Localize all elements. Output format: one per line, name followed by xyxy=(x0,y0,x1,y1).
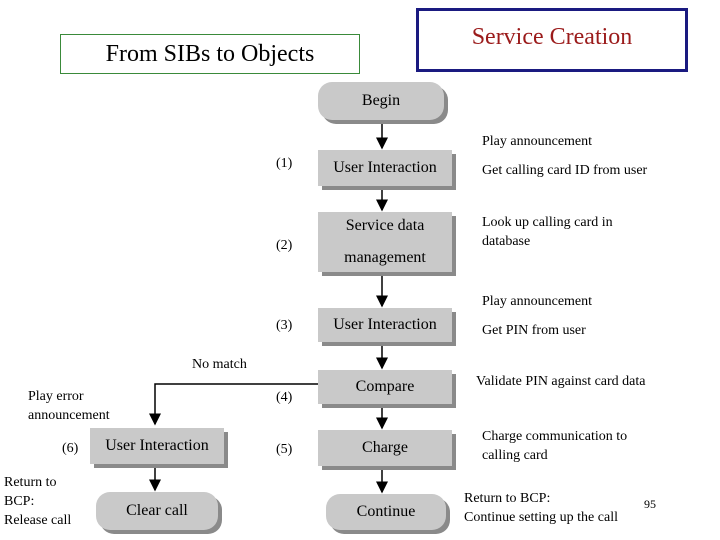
step-1-number: (1) xyxy=(276,156,293,171)
continue-label: Continue xyxy=(356,503,416,520)
return-line2: BCP: xyxy=(4,494,35,509)
step-1-note: Get calling card ID from user xyxy=(482,163,648,178)
step-2-note-line2: database xyxy=(482,234,531,249)
step-6-label: User Interaction xyxy=(105,437,209,454)
return-line3: Release call xyxy=(4,513,72,528)
continue-node: Continue xyxy=(326,494,446,530)
step-1-user-interaction: User Interaction xyxy=(318,150,452,186)
step-3-label: User Interaction xyxy=(333,316,437,333)
step-3-note: Get PIN from user xyxy=(482,323,586,338)
arrow-nomatch-branch xyxy=(149,383,318,426)
begin-label: Begin xyxy=(361,92,401,109)
return-line1: Return to xyxy=(4,475,57,490)
step-2-number: (2) xyxy=(276,238,293,253)
slide-title: From SIBs to Objects xyxy=(60,34,360,74)
step-5-label: Charge xyxy=(362,439,408,456)
step-2-label-line1: Service data xyxy=(345,217,425,234)
step-5-note-line1: Charge communication to xyxy=(482,429,628,444)
section-header-frame xyxy=(416,8,688,72)
continue-note-line2: Continue setting up the call xyxy=(464,510,618,525)
step-5-charge: Charge xyxy=(318,430,452,466)
step-3-number: (3) xyxy=(276,318,293,333)
clear-call-node: Clear call xyxy=(96,492,218,530)
step-2-service-data: Service data management xyxy=(318,212,452,272)
error-note-line1: Play error xyxy=(28,389,84,404)
step-3-user-interaction: User Interaction xyxy=(318,308,452,342)
step-2-label-line2: management xyxy=(344,249,426,266)
step-4-compare: Compare xyxy=(318,370,452,404)
step-5-number: (5) xyxy=(276,442,293,457)
section-header: Service Creation xyxy=(471,24,633,50)
step-2-note-line1: Look up calling card in xyxy=(482,215,613,230)
clear-call-label: Clear call xyxy=(126,502,188,519)
page-number: 95 xyxy=(644,497,656,511)
step-6-number: (6) xyxy=(62,441,79,456)
continue-note-line1: Return to BCP: xyxy=(464,491,551,506)
step-1-note-top: Play announcement xyxy=(482,134,593,149)
step-6-user-interaction: User Interaction xyxy=(90,428,224,464)
step-5-note-line2: calling card xyxy=(482,448,548,463)
error-note-line2: announcement xyxy=(28,408,110,423)
begin-node: Begin xyxy=(318,82,444,120)
no-match-label: No match xyxy=(192,357,247,372)
step-4-label: Compare xyxy=(355,378,415,395)
step-4-number: (4) xyxy=(276,390,293,405)
step-4-note: Validate PIN against card data xyxy=(476,374,646,389)
step-3-note-top: Play announcement xyxy=(482,294,593,309)
step-1-label: User Interaction xyxy=(333,159,437,176)
